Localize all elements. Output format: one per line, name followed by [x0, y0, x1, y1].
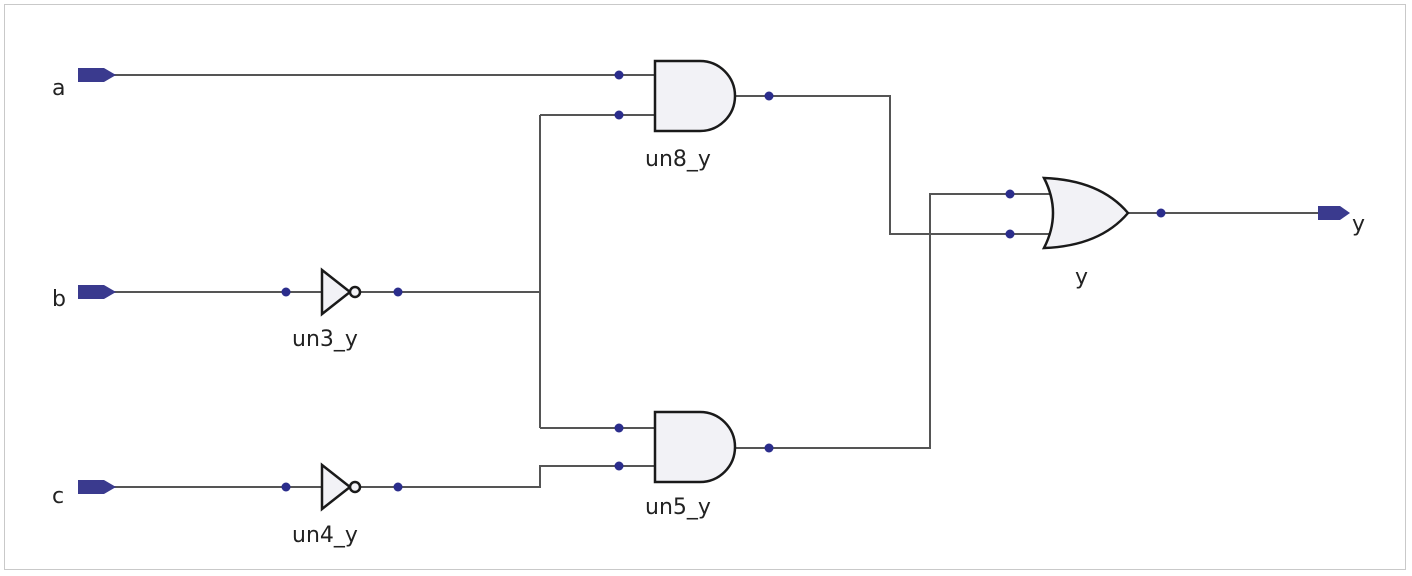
- wire-un8-out: [735, 95, 1050, 235]
- gates: [320, 59, 1130, 512]
- node: [614, 110, 624, 120]
- or-gate-y[interactable]: [1041, 176, 1130, 250]
- and-gate-un5-y[interactable]: [653, 410, 737, 484]
- node: [1005, 189, 1015, 199]
- output-port-y[interactable]: [1318, 206, 1350, 220]
- input-port-c[interactable]: [78, 480, 116, 494]
- inverter-un3-y[interactable]: [320, 267, 362, 317]
- gate-label-un5-y: un5_y: [645, 495, 711, 520]
- node: [1005, 229, 1015, 239]
- wire-un4-out: [360, 465, 655, 488]
- input-label-c: c: [52, 484, 64, 509]
- node: [1156, 208, 1166, 218]
- gate-label-y: y: [1075, 265, 1088, 290]
- ports: [78, 68, 1350, 494]
- node: [393, 287, 403, 297]
- labels: a b c y un8_y un3_y un5_y un4_y y: [52, 76, 1365, 548]
- input-port-b[interactable]: [78, 285, 116, 299]
- node: [764, 443, 774, 453]
- node: [614, 461, 624, 471]
- node: [281, 287, 291, 297]
- output-label-y: y: [1352, 212, 1365, 237]
- gate-label-un8-y: un8_y: [645, 147, 711, 172]
- node: [393, 482, 403, 492]
- input-label-a: a: [52, 76, 65, 101]
- wire-un5-out: [735, 193, 1050, 449]
- node: [614, 70, 624, 80]
- node: [764, 91, 774, 101]
- node: [614, 423, 624, 433]
- node: [281, 482, 291, 492]
- gate-label-un4-y: un4_y: [292, 523, 358, 548]
- gate-label-un3-y: un3_y: [292, 327, 358, 352]
- and-gate-un8-y[interactable]: [653, 59, 737, 133]
- input-port-a[interactable]: [78, 68, 116, 82]
- input-label-b: b: [52, 287, 66, 312]
- inverter-un4-y[interactable]: [320, 462, 362, 512]
- nodes: [281, 70, 1166, 492]
